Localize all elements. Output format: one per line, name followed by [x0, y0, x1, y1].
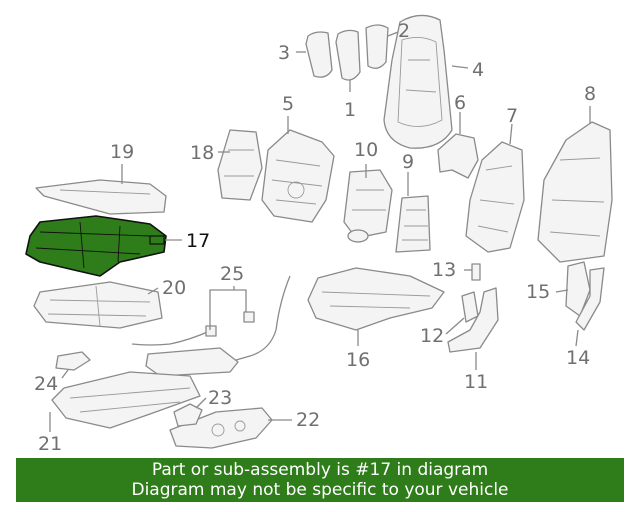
callout-3: 3: [278, 42, 290, 64]
callout-10: 10: [354, 139, 378, 161]
callout-15: 15: [526, 281, 550, 303]
part-2-pad: [365, 24, 389, 69]
info-banner: Part or sub-assembly is #17 in diagram D…: [16, 458, 624, 502]
leader-lines: [49, 31, 591, 432]
callout-19: 19: [110, 141, 134, 163]
part-13-bolt: [471, 263, 481, 281]
part-22-side-shield: [169, 407, 273, 449]
part-20-cushion-frame: [33, 281, 163, 329]
callout-21: 21: [38, 433, 62, 455]
part-6-bracket: [437, 133, 479, 179]
banner-line-1: Part or sub-assembly is #17 in diagram: [151, 460, 489, 480]
callout-labels: 3 1 2 4 5 6 7 8 9 10 18 19 17 20 25 16 2…: [34, 20, 596, 455]
part-10-lumbar: [343, 169, 393, 243]
part-11-recliner: [447, 287, 499, 353]
part-12-recliner-small: [461, 291, 479, 323]
callout-22: 22: [296, 409, 320, 431]
part-1-pad: [335, 29, 361, 81]
callout-23: 23: [208, 387, 232, 409]
callout-12: 12: [420, 325, 444, 347]
part-4-seatback-cover: [383, 14, 453, 149]
part-15-trim: [565, 261, 591, 317]
callout-11: 11: [464, 371, 488, 393]
callout-16: 16: [346, 349, 370, 371]
part-23-switch: [173, 403, 203, 427]
part-19-cushion-pad: [35, 179, 167, 215]
part-16-cushion-cover: [307, 267, 445, 331]
callout-13: 13: [432, 259, 456, 281]
callout-2: 2: [398, 20, 410, 42]
callout-18: 18: [190, 142, 214, 164]
callout-9: 9: [402, 151, 414, 173]
callout-5: 5: [282, 93, 294, 115]
part-21-seat-track: [51, 371, 201, 429]
part-9-wire-frame: [395, 195, 431, 253]
callout-17: 17: [186, 230, 210, 252]
callout-24: 24: [34, 373, 58, 395]
callout-1: 1: [344, 99, 356, 121]
callout-8: 8: [584, 83, 596, 105]
part-8-back-panel: [537, 121, 613, 263]
part-5-seatback-frame: [261, 129, 335, 223]
part-3-pad: [305, 31, 333, 78]
callout-14: 14: [566, 347, 590, 369]
banner-line-2: Diagram may not be specific to your vehi…: [131, 480, 509, 500]
callout-20: 20: [162, 277, 186, 299]
part-18-trim-panel: [217, 129, 263, 201]
callout-25: 25: [220, 263, 244, 285]
part-17-seat-cushion-highlighted: [25, 215, 167, 277]
callout-4: 4: [472, 59, 484, 81]
part-7-bolster-frame: [465, 141, 525, 253]
part-14-trim-cover: [575, 267, 605, 331]
callout-7: 7: [506, 105, 518, 127]
part-25-wiring-harness: [131, 275, 291, 377]
callout-6: 6: [454, 92, 466, 114]
part-24-clip: [55, 351, 91, 371]
